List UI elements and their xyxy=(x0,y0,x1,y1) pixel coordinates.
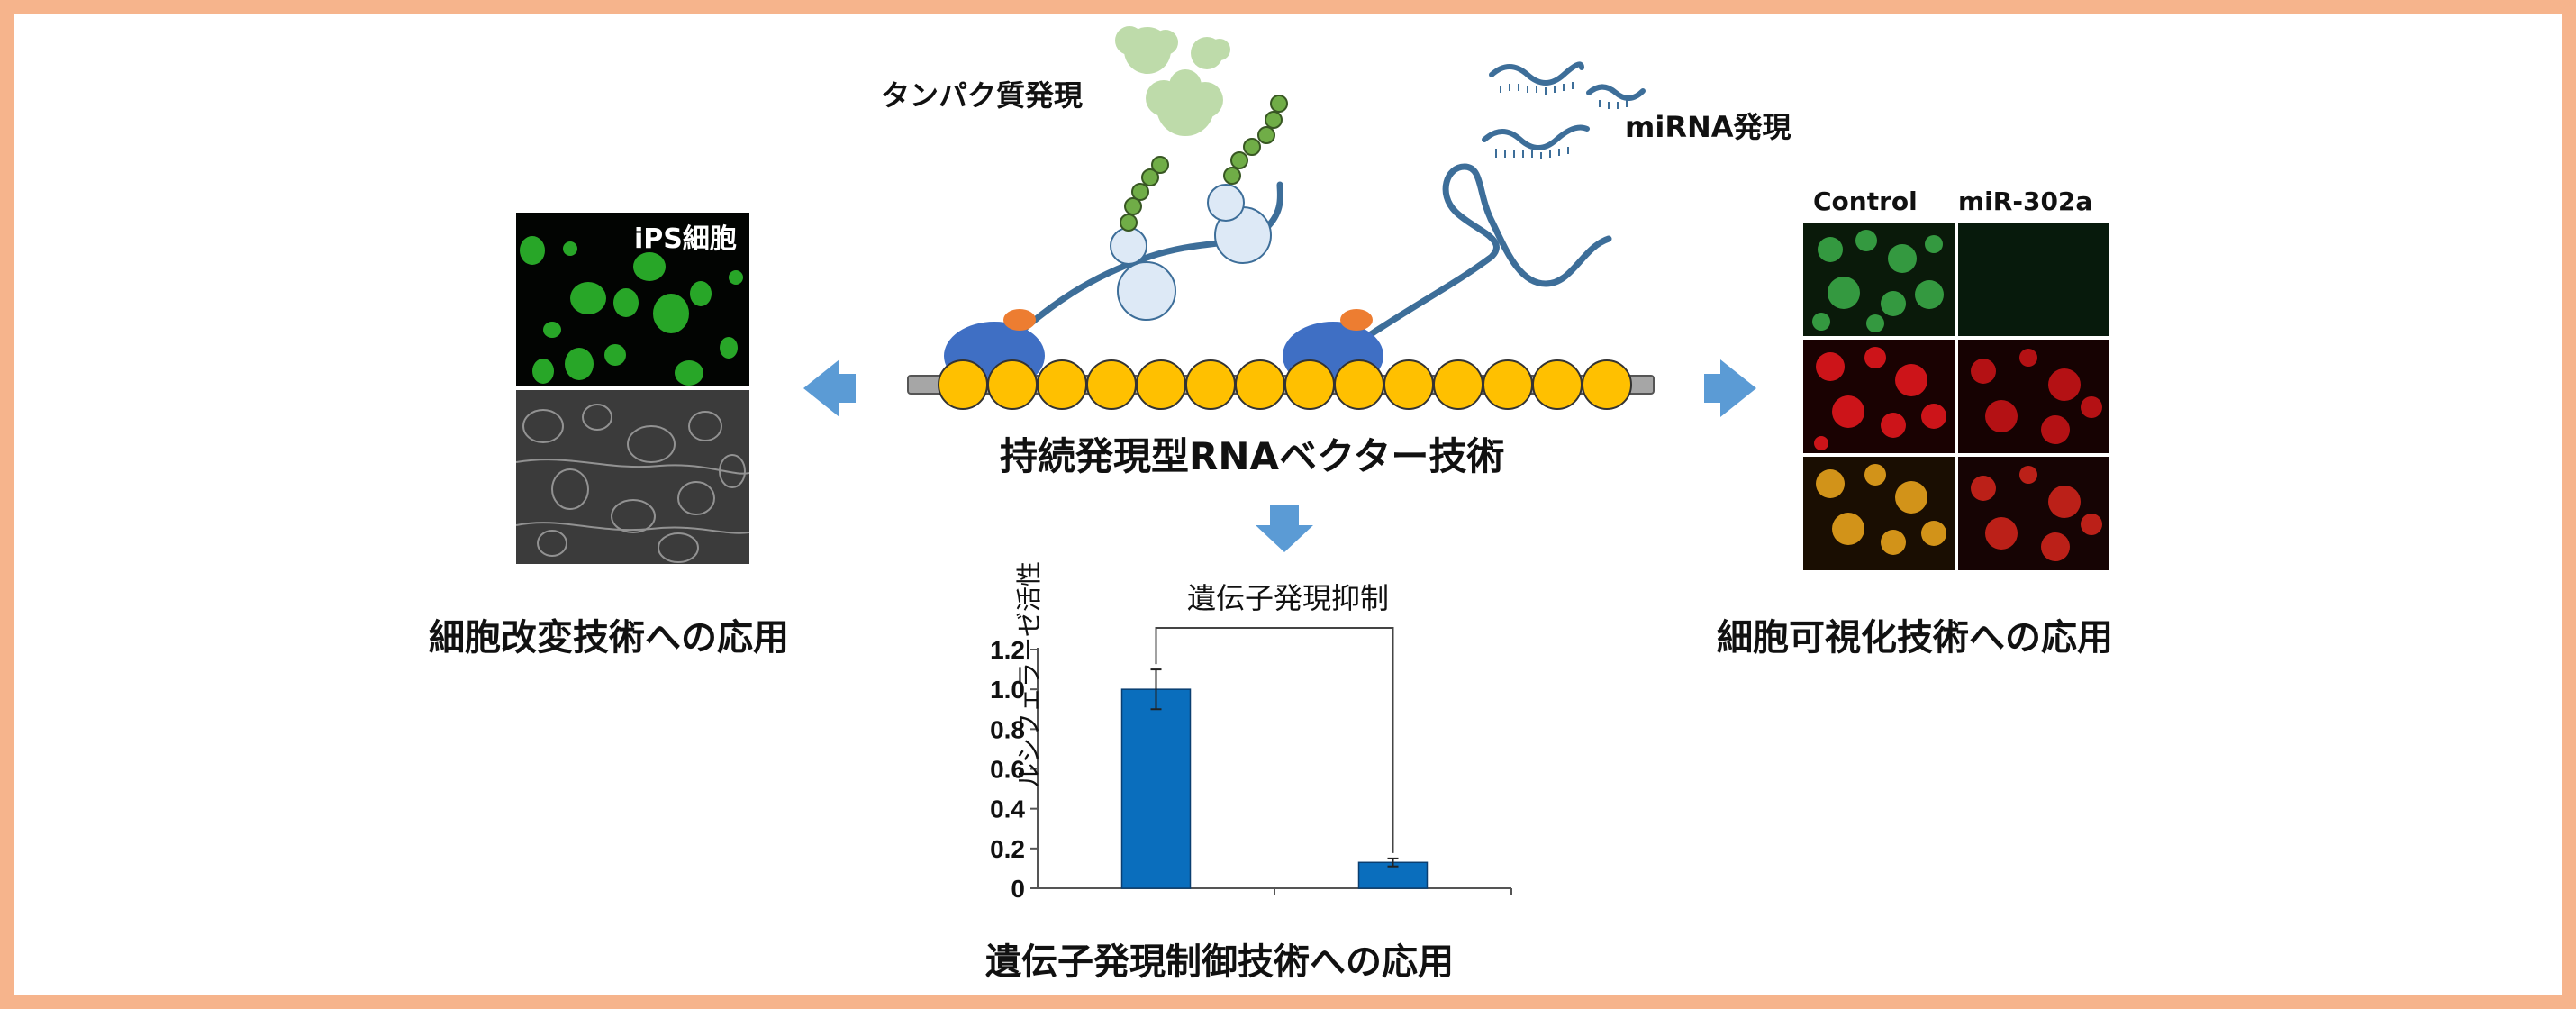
bar xyxy=(1120,688,1192,889)
ips-phase-contrast-image xyxy=(516,390,749,564)
rna-vector-diagram xyxy=(803,26,1756,552)
y-tick-label: 0.2 xyxy=(990,835,1025,863)
bottom-caption: 遺伝子発現制御技術への応用 xyxy=(985,941,1454,983)
arrow-down-icon xyxy=(1256,505,1313,552)
suppression-bracket xyxy=(1155,627,1394,853)
chart-annotation: 遺伝子発現抑制 xyxy=(1187,581,1390,615)
column-label-mir302a: miR-302a xyxy=(1958,186,2093,216)
y-tick-label: 1.0 xyxy=(990,676,1025,704)
chart-ylabel: ルシフェラーゼ活性 xyxy=(1014,560,1044,788)
ips-fluorescence-image xyxy=(516,213,749,386)
center-title: 持続発現型RNAベクター技術 xyxy=(1000,434,1505,478)
y-tick-label: 0.4 xyxy=(990,795,1025,823)
mrna-strand-left xyxy=(991,181,1283,359)
right-caption: 細胞可視化技術への応用 xyxy=(1717,617,2113,659)
y-tick-label: 0 xyxy=(1011,875,1025,903)
mrna-strand-right xyxy=(1362,163,1612,341)
peptide-chain-icon xyxy=(1120,95,1288,232)
luciferase-chart: 0 0.2 0.4 0.6 0.8 1.0 1.2 xyxy=(990,627,1512,903)
rna-beads xyxy=(938,359,1632,410)
protein-cloud-icon xyxy=(1115,26,1230,136)
arrow-right-icon xyxy=(1704,359,1756,417)
y-tick-label: 1.2 xyxy=(990,636,1025,664)
microscopy-grid xyxy=(1803,223,2118,574)
figure-frame: タンパク質発現 miRNA発現 xyxy=(14,14,2562,995)
ips-image-label: iPS細胞 xyxy=(634,223,737,255)
mirna-strand-icon xyxy=(1482,61,1646,150)
mirna-ticks xyxy=(1495,82,1628,159)
y-tick-label: 0.6 xyxy=(990,756,1025,784)
mirna-expression-label: miRNA発現 xyxy=(1625,110,1791,144)
arrow-left-icon xyxy=(803,359,856,417)
protein-expression-label: タンパク質発現 xyxy=(881,78,1084,113)
column-label-control: Control xyxy=(1813,186,1918,216)
y-tick-label: 0.8 xyxy=(990,715,1025,743)
trna-icon xyxy=(1110,184,1272,321)
left-caption: 細胞改変技術への応用 xyxy=(429,617,789,659)
